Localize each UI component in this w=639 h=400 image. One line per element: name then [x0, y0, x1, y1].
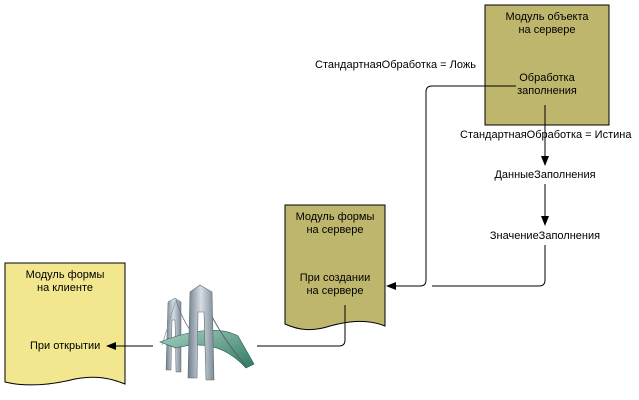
object-module-title-line2: на сервере: [518, 24, 576, 36]
object-module-box: [484, 4, 610, 126]
client-form-title-line2: на клиенте: [37, 282, 93, 294]
server-form-module-handler: При создании на сервере: [285, 272, 385, 298]
edge-standard-false: [386, 85, 516, 290]
edge-fill-value: [432, 245, 546, 287]
server-form-title-line1: Модуль формы: [295, 211, 375, 223]
label-fill-value: ЗначениеЗаполнения: [489, 230, 601, 242]
object-module-title: Модуль объекта на сервере: [485, 11, 609, 37]
client-form-module-title: Модуль формы на клиенте: [5, 269, 125, 295]
edge-server-to-bridge: [257, 305, 346, 347]
client-form-module-handler: При открытии: [30, 340, 101, 352]
handler-filling-line1: Обработка: [519, 72, 575, 84]
bridge-icon: [159, 284, 255, 381]
client-form-module-box: [4, 262, 126, 386]
client-form-title-line1: Модуль формы: [25, 269, 105, 281]
object-module-title-line1: Модуль объекта: [505, 11, 589, 23]
server-form-module-title: Модуль формы на сервере: [285, 211, 385, 237]
label-standard-false: СтандартнаяОбработка = Ложь: [315, 59, 476, 71]
label-fill-data: ДанныеЗаполнения: [494, 169, 596, 181]
object-module-handler: Обработка заполнения: [485, 72, 609, 98]
on-create-at-server-line2: на сервере: [306, 285, 364, 297]
server-form-module-box: [284, 204, 386, 331]
server-form-title-line2: на сервере: [306, 224, 364, 236]
handler-filling-line2: заполнения: [517, 85, 577, 97]
on-create-at-server-line1: При создании: [299, 272, 371, 284]
label-standard-true: СтандартнаяОбработка = Истина: [460, 129, 632, 141]
